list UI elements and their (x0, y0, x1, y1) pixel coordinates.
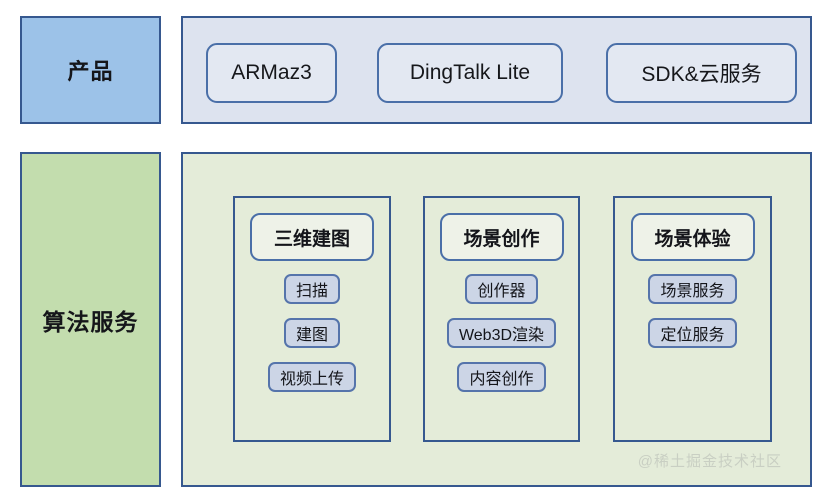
sub-item-video-upload[interactable]: 视频上传 (267, 362, 356, 392)
product-pill-group: ARMaz3 DingTalk Lite SDK&云服务 (183, 18, 810, 122)
row-label-algorithm-service: 算法服务 (20, 152, 161, 487)
watermark-text: @稀土掘金技术社区 (637, 453, 782, 470)
sub-item-web3d-rendering[interactable]: Web3D渲染 (446, 318, 557, 348)
algorithm-column-3d-mapping: 三维建图 扫描 建图 视频上传 (233, 196, 391, 442)
sub-item-list-scene-experience: 场景服务 定位服务 (615, 274, 770, 362)
algorithm-column-scene-creation: 场景创作 创作器 Web3D渲染 内容创作 (423, 196, 580, 442)
row-label-product: 产品 (20, 16, 161, 124)
sub-item-mapping[interactable]: 建图 (283, 318, 340, 348)
product-item-armaz3[interactable]: ARMaz3 (206, 43, 337, 103)
sub-item-list-3d-mapping: 扫描 建图 视频上传 (235, 274, 389, 406)
product-panel: ARMaz3 DingTalk Lite SDK&云服务 (181, 16, 812, 124)
column-title-scene-creation[interactable]: 场景创作 (439, 213, 564, 261)
product-item-dingtalk-lite[interactable]: DingTalk Lite (377, 43, 563, 103)
sub-item-creator[interactable]: 创作器 (465, 274, 538, 304)
sub-item-scan[interactable]: 扫描 (283, 274, 340, 304)
sub-item-scene-service[interactable]: 场景服务 (648, 274, 737, 304)
algorithm-panel: 三维建图 扫描 建图 视频上传 场景创作 创作器 Web3D渲染 内容创作 场景… (181, 152, 812, 487)
algorithm-column-scene-experience: 场景体验 场景服务 定位服务 (613, 196, 772, 442)
column-title-3d-mapping[interactable]: 三维建图 (250, 213, 374, 261)
sub-item-content-creation[interactable]: 内容创作 (457, 362, 546, 392)
sub-item-positioning-service[interactable]: 定位服务 (648, 318, 737, 348)
product-item-sdk-cloud-service[interactable]: SDK&云服务 (606, 43, 797, 103)
column-title-scene-experience[interactable]: 场景体验 (630, 213, 755, 261)
sub-item-list-scene-creation: 创作器 Web3D渲染 内容创作 (425, 274, 578, 406)
